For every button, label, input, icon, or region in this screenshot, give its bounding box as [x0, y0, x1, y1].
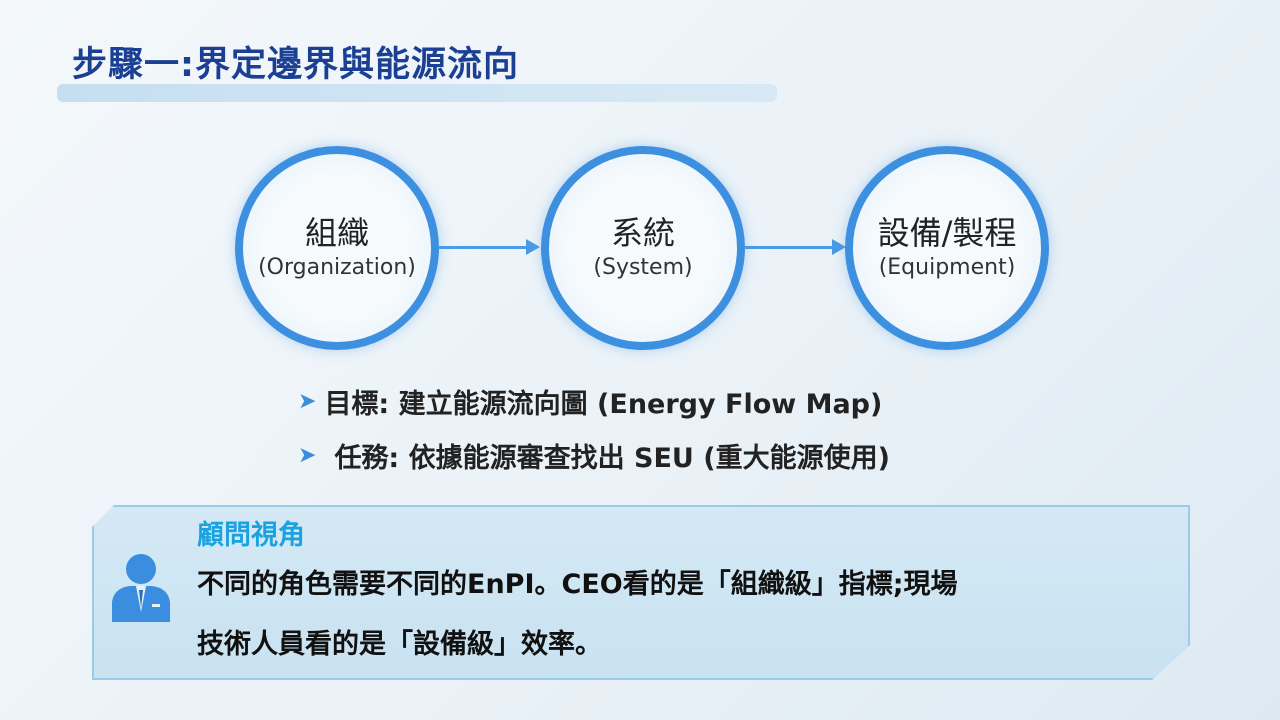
bullet-text: 目標: 建立能源流向圖 (Energy Flow Map)	[324, 389, 883, 420]
flow-node-organization: 組織 (Organization)	[235, 146, 439, 350]
chevron-right-icon: ➤	[298, 389, 317, 414]
flow-node-equipment: 設備/製程 (Equipment)	[845, 146, 1049, 350]
bullet-goal: ➤ 目標: 建立能源流向圖 (Energy Flow Map)	[298, 382, 882, 421]
node-label: 系統	[610, 214, 675, 252]
flow-arrow	[744, 239, 846, 255]
page-title: 步驟一:界定邊界與能源流向	[72, 45, 519, 85]
bullet-text: 任務: 依據能源審查找出 SEU (重大能源使用)	[334, 443, 890, 474]
node-sublabel: (System)	[593, 255, 693, 280]
person-icon	[112, 554, 170, 622]
node-label: 設備/製程	[877, 214, 1017, 252]
consultant-text-line1: 不同的角色需要不同的EnPI。CEO看的是「組織級」指標;現場	[197, 569, 958, 600]
consultant-text-line2: 技術人員看的是「設備級」效率。	[197, 629, 602, 660]
node-sublabel: (Equipment)	[878, 255, 1016, 280]
flow-arrow	[438, 239, 540, 255]
flow-node-system: 系統 (System)	[541, 146, 745, 350]
consultant-callout-box	[92, 505, 1190, 680]
consultant-label: 顧問視角	[197, 520, 305, 551]
node-sublabel: (Organization)	[258, 255, 416, 280]
title-underline-bar	[57, 84, 777, 102]
bullet-task: ➤ 任務: 依據能源審查找出 SEU (重大能源使用)	[298, 436, 890, 475]
chevron-right-icon: ➤	[298, 443, 317, 468]
node-label: 組織	[304, 214, 369, 252]
